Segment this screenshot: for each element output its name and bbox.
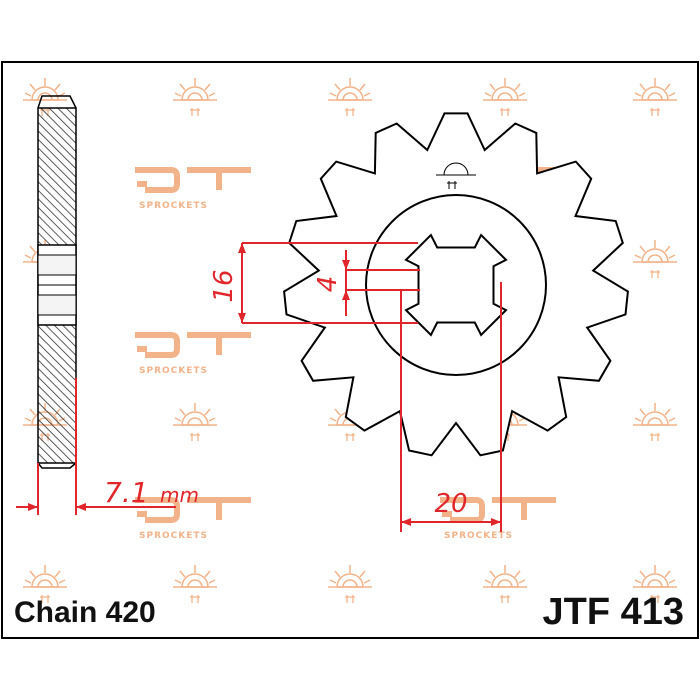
side-profile-view bbox=[37, 95, 77, 469]
brand-logo-icon bbox=[135, 335, 251, 355]
center-mark bbox=[436, 162, 476, 189]
thickness-label: 7.1 bbox=[104, 476, 149, 509]
chain-size-label: Chain 420 bbox=[14, 596, 156, 629]
sun-logo-icon bbox=[172, 402, 218, 442]
sun-logo-icon bbox=[632, 239, 678, 279]
sun-logo-icon bbox=[482, 77, 528, 117]
sun-logo-icon bbox=[327, 77, 373, 117]
sun-logo-icon bbox=[632, 77, 678, 117]
sun-logo-icon bbox=[172, 77, 218, 117]
spline-hole bbox=[404, 233, 508, 337]
brand-watermark-text: SPROCKETS bbox=[444, 531, 513, 541]
sun-logo-icon bbox=[327, 564, 373, 604]
sun-logo-icon bbox=[482, 564, 528, 604]
sun-logo-icon bbox=[172, 564, 218, 604]
thickness-unit-label: mm bbox=[160, 483, 199, 507]
brand-watermark-text: SPROCKETS bbox=[139, 201, 208, 211]
part-number-label: JTF 413 bbox=[542, 591, 684, 633]
dimension-arrows bbox=[28, 243, 501, 526]
drawing-frame bbox=[1, 61, 699, 639]
sun-logo-icon bbox=[632, 402, 678, 442]
offset-width-label: 20 bbox=[434, 489, 467, 519]
brand-watermark-text: SPROCKETS bbox=[139, 366, 208, 376]
spline-width-label: 16 bbox=[209, 269, 239, 302]
brand-logo-icon bbox=[135, 170, 251, 190]
brand-watermark-text: SPROCKETS bbox=[139, 531, 208, 541]
spline-depth-label: 4 bbox=[313, 276, 343, 293]
